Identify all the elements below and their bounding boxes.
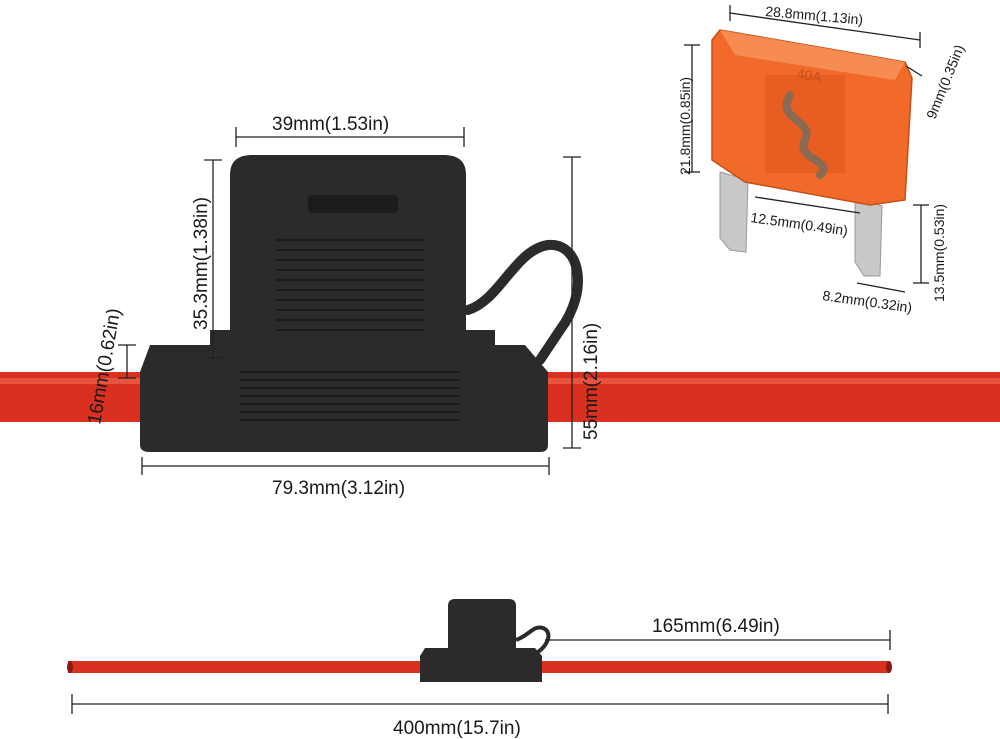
cap-width-label: 39mm(1.53in) — [272, 114, 389, 135]
fuse-blade-right — [854, 197, 883, 277]
holder-closeup — [0, 155, 1000, 452]
full-assembly — [67, 599, 892, 682]
blade-fuse: 40A — [711, 29, 913, 277]
base-length-label: 79.3mm(3.12in) — [272, 478, 405, 499]
holder-strap — [463, 239, 583, 365]
holder-cap — [230, 155, 466, 358]
svg-text:40A: 40A — [795, 65, 823, 85]
assembly-holder-cap — [448, 599, 516, 652]
assembly-wire-left — [68, 661, 428, 673]
assembly-dimension-lines — [71, 630, 891, 714]
fuse-width-label: 28.8mm(1.13in) — [765, 3, 864, 27]
fuse-blade-left — [719, 171, 749, 253]
fuse-thickness-label: 9mm(0.35in) — [923, 42, 967, 121]
blade-gap-label: 12.5mm(0.49in) — [750, 209, 849, 238]
half-length-label: 165mm(6.49in) — [652, 616, 780, 637]
total-length-label: 400mm(15.7in) — [393, 718, 521, 739]
holder-base — [140, 330, 548, 452]
fuse-body-height-label: 21.8mm(0.85in) — [677, 77, 693, 175]
fuse-element — [782, 91, 828, 179]
holder-dimension-lines — [118, 127, 581, 475]
assembly-wire-right — [537, 661, 890, 673]
blade-length-label: 13.5mm(0.53in) — [931, 204, 947, 302]
total-height-label: 55mm(2.16in) — [581, 323, 602, 440]
assembly-holder-base — [420, 648, 542, 682]
fuse-dimension-lines — [684, 5, 929, 293]
cap-height-label: 35.3mm(1.38in) — [191, 197, 212, 330]
